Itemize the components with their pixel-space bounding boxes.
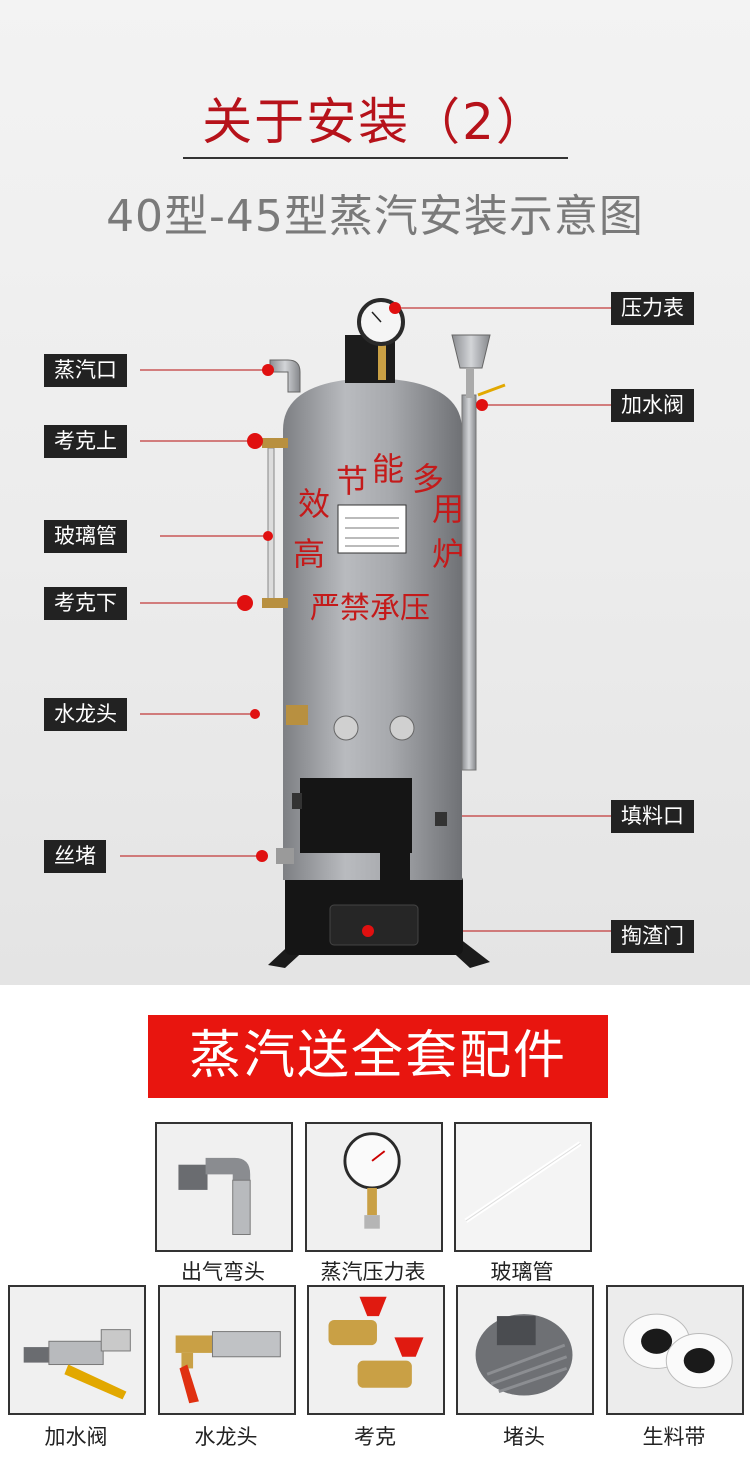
plug-icon [456,1285,594,1415]
elbow-pipe-icon [155,1122,293,1252]
water-valve-icon [8,1285,146,1415]
ptfe-tape-icon [606,1285,744,1415]
part-label: 生料带 [642,1425,706,1449]
svg-text:多: 多 [412,460,444,498]
page-title: 关于安装（2） [202,93,548,151]
title-divider [183,157,568,159]
painted-text: 节 能 多 效 高 用 炉 严禁承压 [293,450,464,626]
marker-dots [237,302,488,937]
faucet-icon [158,1285,296,1415]
svg-text:节: 节 [336,462,368,500]
plug-fitting [276,848,294,864]
ash-door [329,904,419,946]
feed-pipe [461,394,477,771]
part-label: 玻璃管 [490,1260,554,1284]
part-label: 加水阀 [44,1425,108,1449]
faucet-fitting [286,705,308,725]
svg-text:高: 高 [293,535,325,573]
boiler-body [283,378,462,880]
nameplate [337,504,407,554]
label-water-valve: 加水阀 [611,389,694,422]
bolt [389,715,415,741]
part-label: 堵头 [503,1425,545,1449]
label-glass-tube: 玻璃管 [44,520,127,553]
label-plug: 丝堵 [44,840,106,873]
svg-text:能: 能 [372,450,404,488]
leader-lines [120,307,611,932]
label-lower-cock: 考克下 [44,587,127,620]
label-pressure-gauge: 压力表 [611,292,694,325]
page-subtitle: 40型-45型蒸汽安装示意图 [106,191,644,242]
pressure-gauge-icon [305,1122,443,1252]
label-upper-cock: 考克上 [44,425,127,458]
svg-text:炉: 炉 [432,535,464,573]
label-faucet: 水龙头 [44,698,127,731]
part-label: 蒸汽压力表 [320,1260,426,1284]
bolt [333,715,359,741]
boiler-diagram: 节 能 多 效 高 用 炉 严禁承压 [120,298,611,968]
cock-valve-icon [307,1285,445,1415]
glass-tube-icon [454,1122,592,1252]
part-label: 出气弯头 [181,1260,265,1284]
steam-outlet-pipe [269,359,301,393]
part-label: 水龙头 [194,1425,258,1449]
label-steam-outlet: 蒸汽口 [44,354,127,387]
accessories-banner: 蒸汽送全套配件 [148,1015,608,1098]
svg-text:用: 用 [432,490,464,528]
svg-text:效: 效 [298,485,330,523]
svg-text:严禁承压: 严禁承压 [310,591,430,626]
part-label: 考克 [354,1425,396,1449]
install-diagram-section: 关于安装（2） 40型-45型蒸汽安装示意图 [0,0,750,985]
label-fuel-port: 填料口 [611,800,694,833]
sight-glass [267,447,275,604]
label-ash-door: 掏渣门 [611,920,694,953]
funnel [451,334,491,369]
